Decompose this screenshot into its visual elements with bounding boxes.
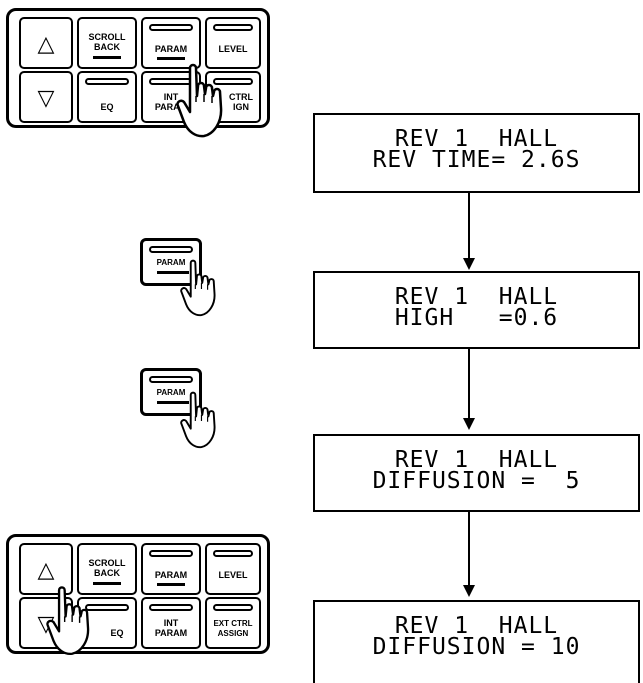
display-line-1: REV 1 HALL [394,613,559,639]
flow-arrow-line [468,349,470,419]
arrow-down-icon [463,585,475,597]
display-line-1: REV 1 HALL [394,284,559,310]
led-indicator [85,78,129,85]
ext-ctrl-label-2: IGN [232,102,249,112]
right-arrow-bar-icon [157,401,189,404]
right-arrow-bar-icon [157,57,185,60]
param-label: PARAM [154,570,188,580]
lcd-display-3: REV 1 HALL DIFFUSION = 5 [313,434,640,512]
param-key-label: PARAM [156,388,186,397]
lcd-display-1: REV 1 HALL REV TIME= 2.6S [313,113,640,193]
param-button[interactable]: PARAM [141,543,201,595]
led-indicator [149,246,193,253]
down-arrow-icon: ▽ [37,85,55,110]
scroll-back-button[interactable]: SCROLL BACK [77,17,137,69]
lcd-display-4: REV 1 HALL DIFFUSION = 10 [313,600,640,683]
level-button[interactable]: LEVEL [205,543,261,595]
int-param-label-1: INT [163,92,179,102]
pointing-hand-icon [176,62,236,142]
display-line-1: REV 1 HALL [394,447,559,473]
led-indicator [213,24,253,31]
lcd-display-2: REV 1 HALL HIGH =0.6 [313,271,640,349]
pointing-hand-icon [46,584,102,660]
led-indicator [149,24,193,31]
level-label: LEVEL [218,44,248,54]
ext-ctrl-label-1: CTRL [229,92,253,102]
down-button[interactable]: ▽ [19,71,73,123]
up-arrow-icon: △ [37,557,55,582]
int-param-button[interactable]: INT PARAM [141,597,201,649]
eq-label: EQ [110,628,124,638]
eq-label: EQ [100,102,114,112]
pointing-hand-icon [180,258,226,320]
param-label: PARAM [154,44,188,54]
param-key-label: PARAM [156,258,186,267]
led-indicator [85,604,129,611]
scroll-back-label-2: BACK [94,568,120,578]
led-indicator [149,604,193,611]
display-line-1: REV 1 HALL [394,126,559,152]
pointing-hand-icon [180,390,226,452]
led-indicator [213,78,253,85]
ext-ctrl-label-1: EXT CTRL [213,619,253,628]
led-indicator [213,550,253,557]
led-indicator [149,550,193,557]
left-arrow-bar-icon [93,56,121,59]
up-arrow-icon: △ [37,31,55,56]
param-button[interactable]: PARAM [141,17,201,69]
right-arrow-bar-icon [157,271,189,274]
flow-arrow-line [468,512,470,586]
display-line-2: REV TIME= 2.6S [372,147,581,173]
up-button[interactable]: △ [19,17,73,69]
right-arrow-bar-icon [157,583,185,586]
scroll-back-label-1: SCROLL [88,32,126,42]
display-line-2: DIFFUSION = 5 [372,468,581,494]
scroll-back-label-2: BACK [94,42,120,52]
arrow-down-icon [463,258,475,270]
ext-ctrl-assign-button[interactable]: EXT CTRL ASSIGN [205,597,261,649]
ext-ctrl-label-2: ASSIGN [217,629,249,638]
display-line-2: HIGH =0.6 [394,305,559,331]
led-indicator [213,604,253,611]
scroll-back-button[interactable]: SCROLL BACK [77,543,137,595]
arrow-down-icon [463,418,475,430]
int-param-label-2: PARAM [154,628,188,638]
led-indicator [149,376,193,383]
flow-arrow-line [468,193,470,259]
up-button[interactable]: △ [19,543,73,595]
level-button[interactable]: LEVEL [205,17,261,69]
display-line-2: DIFFUSION = 10 [372,634,581,660]
level-label: LEVEL [218,570,248,580]
left-arrow-bar-icon [93,582,121,585]
scroll-back-label-1: SCROLL [88,558,126,568]
int-param-label-1: INT [163,618,179,628]
int-param-label-2: PARAM [154,102,188,112]
eq-button[interactable]: EQ [77,71,137,123]
